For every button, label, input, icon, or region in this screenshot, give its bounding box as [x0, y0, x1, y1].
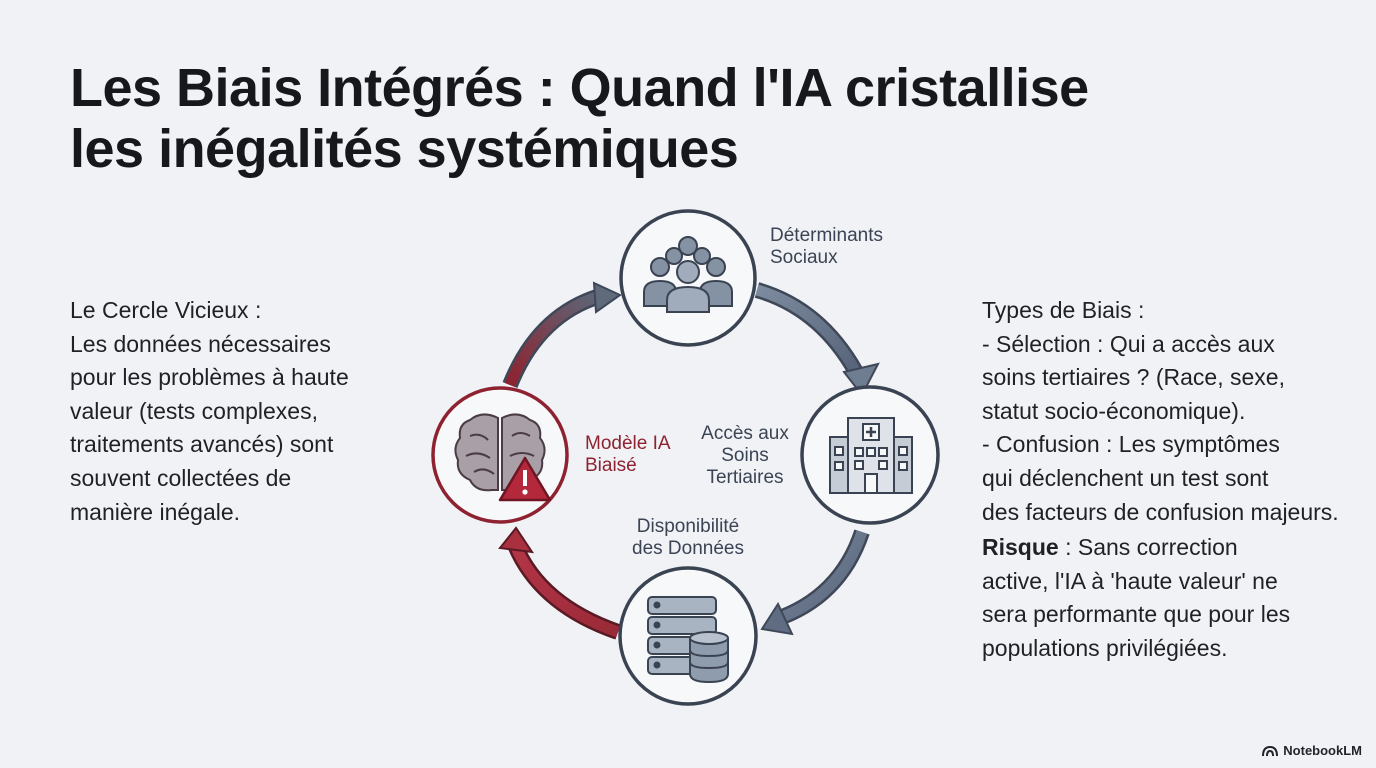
label-care: Accès aux Soins Tertiaires [701, 423, 789, 488]
right-line: soins tertiaires ? (Race, sexe, [982, 364, 1285, 391]
node-social [619, 209, 757, 347]
title-line-2: les inégalités systémiques [70, 119, 739, 179]
arrow-data-to-model [498, 526, 621, 640]
people-group-icon [643, 236, 733, 313]
left-line: souvent collectées de [70, 464, 292, 491]
right-line: statut socio-économique). [982, 397, 1246, 424]
brand-name: NotebookLM [1283, 743, 1362, 758]
risk-label: Risque [982, 534, 1059, 561]
right-panel: Types de Biais : - Sélection : Qui a acc… [982, 294, 1339, 666]
risk-line: populations privilégiées. [982, 634, 1228, 661]
title-line-1: Les Biais Intégrés : Quand l'IA cristall… [70, 58, 1089, 118]
brand-mark: NotebookLM [1262, 743, 1362, 758]
database-server-icon [647, 596, 729, 684]
right-heading: Types de Biais : [982, 297, 1145, 323]
label-data: Disponibilité des Données [632, 516, 744, 559]
risk-line: active, l'IA à 'haute valeur' ne [982, 567, 1278, 594]
page-title: Les Biais Intégrés : Quand l'IA cristall… [70, 58, 1270, 180]
arrow-social-to-care [754, 282, 880, 397]
left-panel: Le Cercle Vicieux : Les données nécessai… [70, 294, 349, 529]
label-social: Déterminants Sociaux [770, 225, 883, 268]
node-care [800, 385, 940, 525]
brain-warning-icon [454, 413, 552, 502]
notebooklm-logo-icon [1262, 745, 1279, 756]
left-line: pour les problèmes à haute [70, 364, 349, 391]
left-heading: Le Cercle Vicieux : [70, 297, 262, 323]
node-data [618, 566, 758, 706]
right-line: qui déclenchent un test sont [982, 464, 1269, 491]
right-line: des facteurs de confusion majeurs. [982, 498, 1339, 525]
right-line: - Sélection : Qui a accès aux [982, 330, 1275, 357]
risk-line: Risque : Sans correction [982, 531, 1339, 565]
left-line: valeur (tests complexes, [70, 397, 318, 424]
hospital-icon [829, 417, 913, 494]
left-line: manière inégale. [70, 498, 241, 525]
right-line: - Confusion : Les symptômes [982, 431, 1280, 458]
arrow-model-to-social [502, 281, 622, 389]
risk-text: : Sans correction [1058, 534, 1238, 561]
left-line: traitements avancés) sont [70, 431, 334, 458]
left-line: Les données nécessaires [70, 330, 331, 357]
arrow-care-to-data [760, 529, 870, 636]
risk-line: sera performante que pour les [982, 601, 1291, 628]
label-model: Modèle IA Biaisé [585, 433, 671, 476]
node-model [431, 386, 569, 524]
